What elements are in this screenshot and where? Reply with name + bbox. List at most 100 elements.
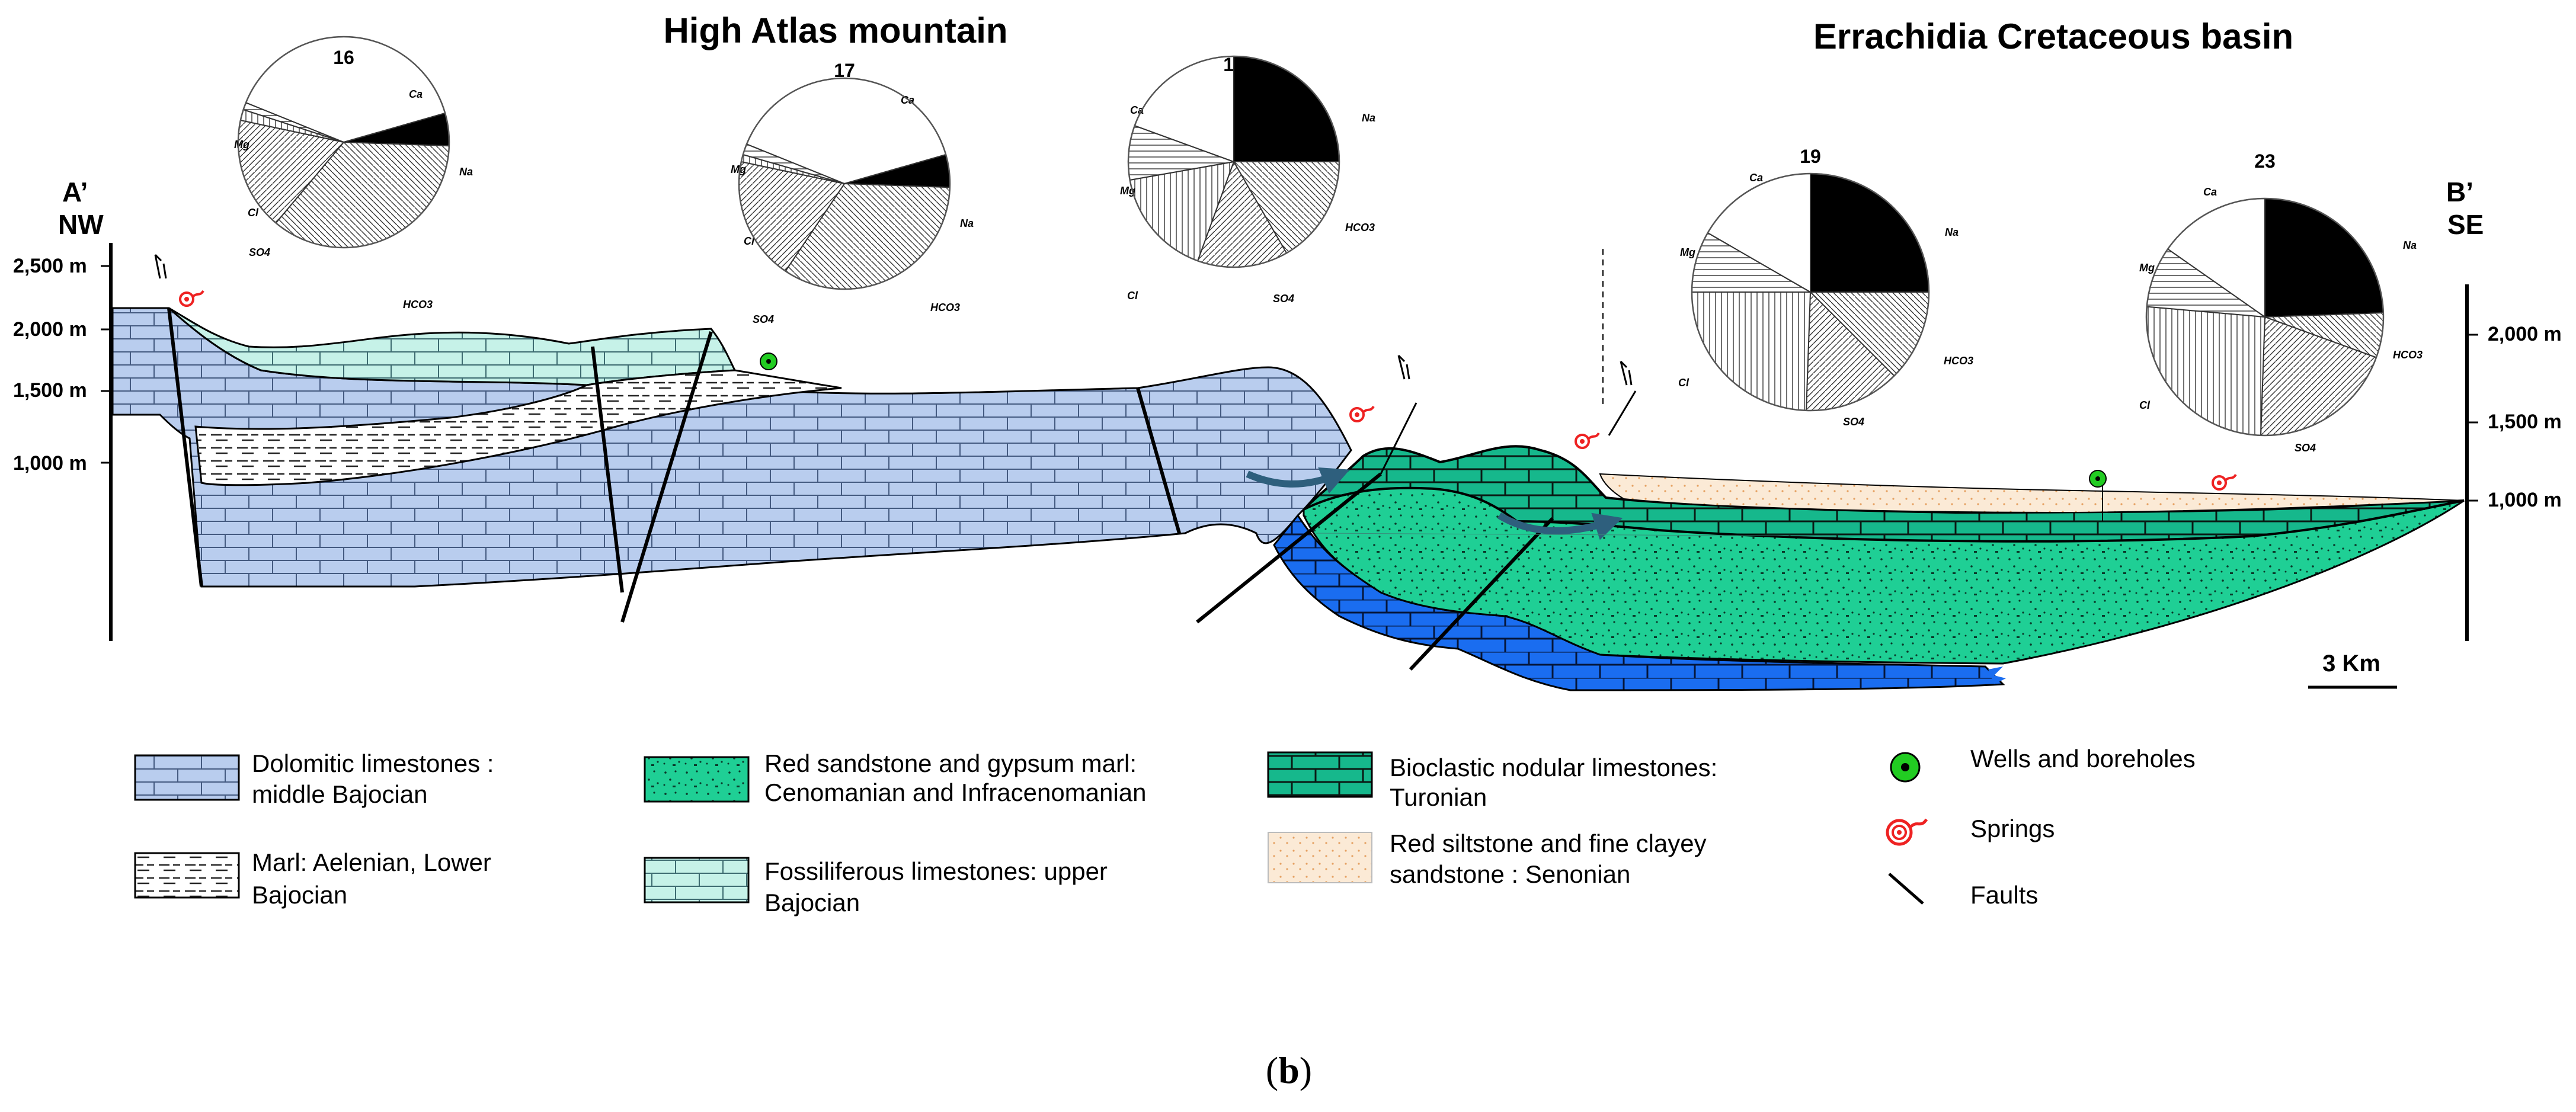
legend-wells-label: Wells and boreholes [1970, 745, 2196, 773]
pie-23-label-ca: Ca [2203, 186, 2217, 198]
right-tick-2000: 2,000 m [2488, 323, 2562, 345]
caption-letter: b [1278, 1049, 1300, 1091]
legend-marl-line2: Bajocian [252, 881, 347, 909]
scale-bar-label: 3 Km [2322, 650, 2380, 677]
pie-19-label-ca: Ca [1749, 172, 1763, 184]
layer-marl [194, 369, 842, 486]
legend-swatch-red-sandstone [644, 756, 750, 803]
legend-fossiliferous-line2: Bajocian [764, 889, 860, 916]
pie-19-slice-cl [1691, 291, 1812, 411]
scale-bar: 3 Km [2308, 650, 2397, 689]
pie-17-label-mg: Mg [731, 164, 746, 175]
pie-23-label-so4: SO4 [2295, 442, 2316, 454]
right-elevation-axis: B’ SE 2,000 m 1,500 m 1,000 m [2446, 177, 2562, 641]
pie-16-label-mg: Mg [234, 139, 249, 150]
left-tick-1000: 1,000 m [13, 452, 87, 475]
pie-18-number: 18 [1223, 54, 1244, 75]
pie-18-label-cl: Cl [1127, 290, 1138, 302]
pie-18-label-so4: SO4 [1273, 293, 1294, 305]
spring-icon [2212, 473, 2237, 491]
pie-16-label-ca: Ca [409, 88, 423, 100]
pie-16-label-hco3: HCO3 [403, 299, 433, 310]
legend-red-sandstone-line2: Cenomanian and Infracenomanian [764, 778, 1146, 806]
left-tick-1500: 1,500 m [13, 379, 87, 402]
legend-bioclastic-line2: Turonian [1390, 783, 1487, 811]
legend-red-sandstone-line1: Red sandstone and gypsum marl: [764, 749, 1137, 777]
pie-17-label-na: Na [960, 217, 974, 229]
well-markers [760, 352, 2107, 488]
legend-spring-icon [1886, 818, 1928, 846]
well-icon [760, 352, 777, 370]
legend-dolomitic-line2: middle Bajocian [252, 780, 428, 808]
pie-17-label-cl: Cl [744, 235, 755, 247]
right-tick-1000: 1,000 m [2488, 489, 2562, 511]
fault-offset-symbols [154, 254, 1637, 475]
pie-16-label-so4: SO4 [249, 246, 270, 258]
spring-icon [1349, 405, 1375, 422]
pie-19-number: 19 [1800, 146, 1821, 167]
legend-fossiliferous-line1: Fossiliferous limestones: upper [764, 857, 1108, 885]
pie-23-label-mg: Mg [2139, 262, 2155, 274]
flow-arrow-2 [1497, 512, 1623, 540]
geology-layers [111, 249, 2465, 691]
fault-lines [167, 307, 1554, 671]
left-section-letter: A’ [62, 177, 88, 207]
legend-siltstone-line1: Red siltstone and fine clayey [1390, 829, 1707, 857]
pie-16-label-cl: Cl [248, 207, 259, 219]
hydrochemical-pie-charts: CaNaHCO3SO4ClMg16CaNaHCO3SO4ClMg17NaHCO3… [234, 36, 2423, 454]
legend-swatch-siltstone [1268, 832, 1372, 883]
spring-icon [1575, 432, 1600, 449]
pie-19-label-hco3: HCO3 [1944, 355, 1973, 367]
layer-red-siltstone-senonian [1599, 473, 2465, 514]
left-elevation-axis: A’ NW 2,500 m 2,000 m 1,500 m 1,000 m [13, 177, 113, 641]
legend-marl-line1: Marl: Aelenian, Lower [252, 848, 491, 876]
well-icon [2089, 470, 2107, 488]
pie-19-label-mg: Mg [1680, 246, 1695, 258]
legend-swatch-dolomitic [134, 754, 240, 801]
pie-18-label-hco3: HCO3 [1345, 222, 1375, 233]
caption-open-paren: ( [1266, 1049, 1278, 1091]
left-tick-2500: 2,500 m [13, 255, 87, 277]
legend-faults-label: Faults [1970, 881, 2038, 909]
flow-arrow-1 [1246, 467, 1350, 494]
pie-17-label-hco3: HCO3 [930, 302, 960, 313]
legend-springs-label: Springs [1970, 815, 2055, 842]
pie-16-number: 16 [333, 47, 354, 68]
pie-19-label-so4: SO4 [1843, 416, 1864, 428]
pie-18-label-na: Na [1362, 112, 1375, 124]
figure-caption: (b) [1266, 1049, 1312, 1091]
legend-swatch-marl [134, 852, 240, 899]
pie-23-slice-na [2264, 197, 2384, 318]
left-direction-label: NW [58, 209, 104, 240]
spring-icon [179, 290, 204, 307]
pie-23-number: 23 [2254, 150, 2276, 172]
legend-swatch-fossiliferous [644, 857, 750, 903]
title-high-atlas: High Atlas mountain [663, 11, 1007, 50]
pie-16-label-na: Na [459, 166, 473, 178]
caption-close-paren: ) [1300, 1049, 1312, 1091]
pie-18-slice-na [1233, 55, 1340, 162]
pie-19-label-na: Na [1945, 226, 1959, 238]
legend-swatch-bioclastic [1267, 751, 1373, 798]
pie-19-slice-na [1810, 172, 1930, 293]
legend: Dolomitic limestones : middle Bajocian M… [134, 745, 2196, 916]
pie-23-label-hco3: HCO3 [2393, 349, 2423, 361]
left-tick-2000: 2,000 m [13, 318, 87, 341]
pie-23-slice-cl [2146, 306, 2266, 436]
pie-17-number: 17 [834, 60, 855, 81]
legend-dolomitic-line1: Dolomitic limestones : [252, 749, 494, 777]
pie-23-label-cl: Cl [2139, 399, 2151, 411]
title-errachidia-basin: Errachidia Cretaceous basin [1813, 17, 2293, 56]
right-section-letter: B’ [2446, 177, 2473, 207]
right-direction-label: SE [2447, 209, 2484, 240]
legend-fault-icon [1888, 873, 1924, 905]
pie-17-label-so4: SO4 [753, 313, 774, 325]
pie-19-label-cl: Cl [1678, 377, 1689, 389]
spring-markers [179, 290, 2237, 491]
legend-bioclastic-line1: Bioclastic nodular limestones: [1390, 754, 1717, 781]
